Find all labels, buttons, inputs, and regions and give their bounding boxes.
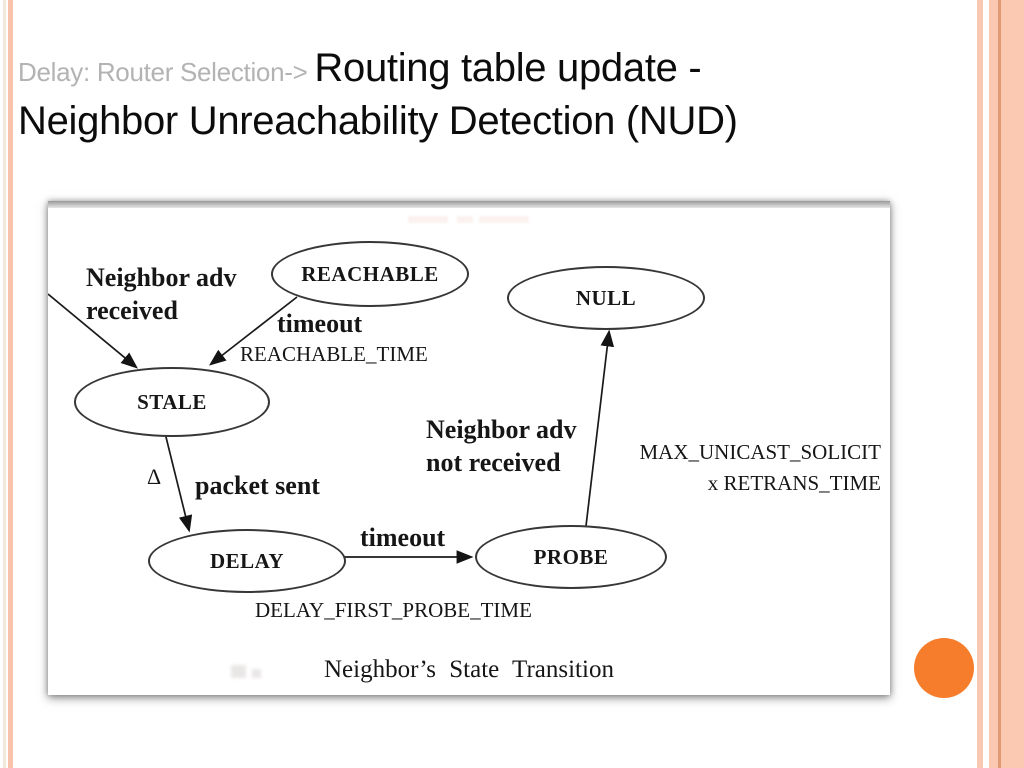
- scan-edge-band: [48, 201, 890, 208]
- state-node-probe: PROBE: [475, 525, 667, 589]
- slide-title: Delay: Router Selection-> Routing table …: [18, 44, 978, 148]
- scan-artifact: [252, 669, 261, 678]
- edge-label-packet-sent: packet sent: [195, 471, 320, 500]
- state-node-label: PROBE: [533, 544, 609, 569]
- edge-label-neighbor-adv-not-received: Neighbor adv not received: [426, 415, 577, 477]
- edge-label-delta: Δ: [147, 464, 162, 489]
- right-border-stripe-accent-line: [998, 0, 1001, 768]
- scan-artifact: [231, 665, 246, 678]
- title-breadcrumb-prefix: Delay: Router Selection->: [18, 57, 315, 87]
- figure-caption: Neighbor’s State Transition: [324, 656, 614, 683]
- edge-label-max-unicast-solicit: MAX_UNICAST_SOLICIT x RETRANS_TIME: [639, 440, 882, 495]
- scan-artifact: [457, 216, 473, 223]
- right-border-stripe-large: [989, 0, 1024, 768]
- state-diagram-figure: REACHABLE NULL STALE DELAY PROBE Neighbo…: [48, 201, 890, 695]
- state-transition-arrows: [48, 293, 615, 564]
- state-node-label: STALE: [137, 389, 207, 414]
- edge-label-timeout-reachable: timeout: [277, 309, 363, 338]
- arrow-probe-to-null: [585, 329, 615, 527]
- edge-label-reachable-time: REACHABLE_TIME: [240, 342, 428, 366]
- state-node-delay: DELAY: [148, 529, 346, 593]
- arrow-stale-to-delay: [164, 432, 193, 533]
- edge-label-delay-first-probe-time: DELAY_FIRST_PROBE_TIME: [255, 598, 532, 622]
- edge-label-neighbor-adv-received: Neighbor adv received: [86, 263, 237, 325]
- edge-label-timeout-delay: timeout: [360, 523, 446, 552]
- left-border-stripe-pale: [3, 0, 6, 768]
- orange-circle-decoration: [914, 638, 974, 698]
- scan-artifact: [408, 216, 448, 223]
- state-node-label: DELAY: [209, 548, 285, 573]
- arrow-reachable-to-stale: [208, 296, 298, 366]
- state-node-stale: STALE: [74, 367, 270, 437]
- scan-artifact: [479, 216, 529, 223]
- state-node-label: REACHABLE: [301, 261, 439, 286]
- state-node-reachable: REACHABLE: [271, 241, 469, 307]
- title-main-line1: Routing table update -: [314, 46, 702, 90]
- left-border-stripe-pink: [8, 0, 13, 768]
- right-border-stripe-small: [977, 0, 983, 768]
- state-node-label: NULL: [575, 285, 637, 310]
- title-main-line2: Neighbor Unreachability Detection (NUD): [18, 99, 738, 143]
- state-node-null: NULL: [507, 266, 705, 330]
- arrow-adv-received-to-stale: [48, 293, 138, 369]
